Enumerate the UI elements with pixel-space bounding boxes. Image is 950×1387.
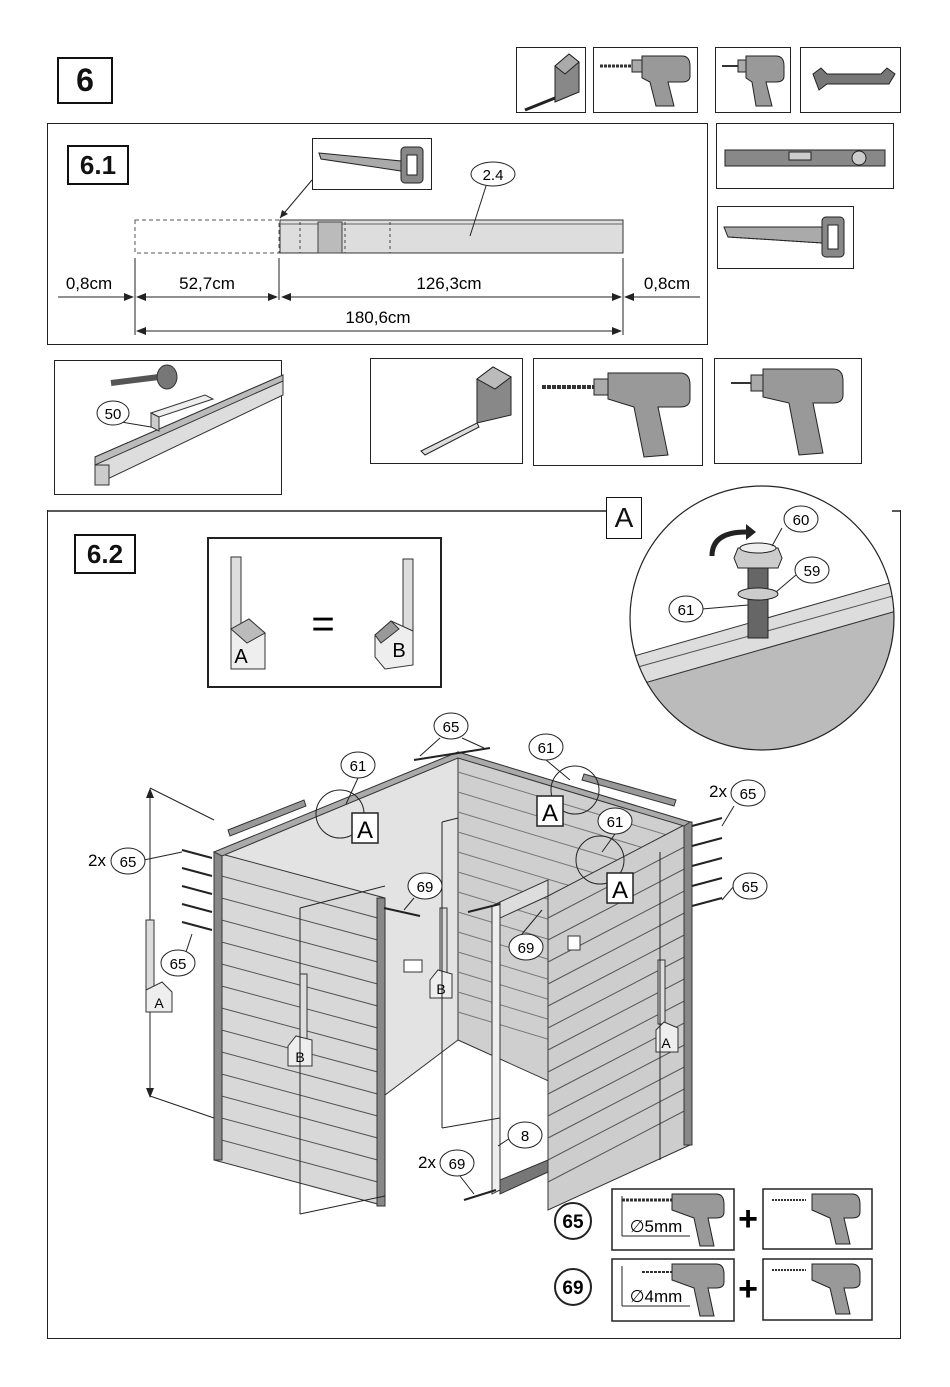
legend-plus-2: + <box>738 1270 758 1308</box>
legend-diameter-4mm: ∅4mm <box>630 1287 683 1306</box>
legend-plus-1: + <box>738 1200 758 1238</box>
legend-part-65: 65 <box>562 1212 584 1233</box>
legend-part-69: 69 <box>562 1278 583 1299</box>
legend-diameter-5mm: ∅5mm <box>630 1217 683 1236</box>
